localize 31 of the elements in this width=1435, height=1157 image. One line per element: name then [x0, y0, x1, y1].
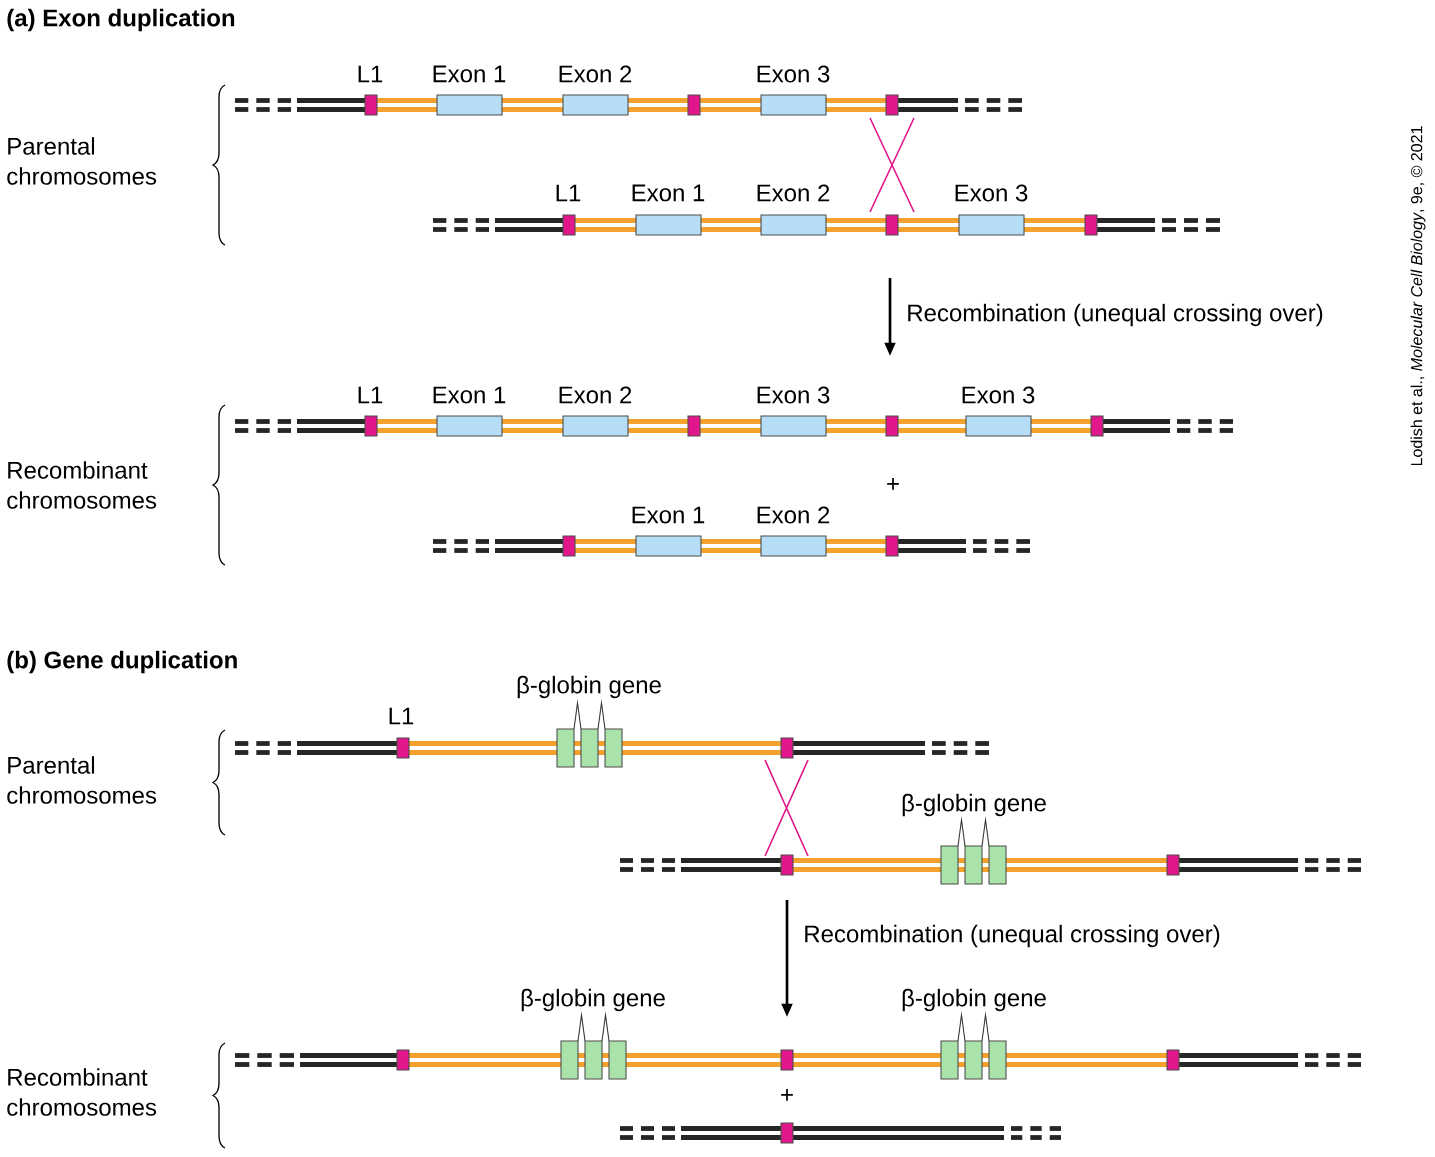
group-label: Parental chromosomes	[7, 756, 157, 804]
gene-label: β-globin gene	[902, 793, 1046, 817]
exon-label: Exon 2	[559, 386, 632, 404]
group-label: Recombinant chromosomes	[7, 461, 157, 509]
recombination-label: Recombination (unequal crossing over)	[908, 303, 1323, 327]
gene-label: β-globin gene	[517, 675, 661, 699]
group-label: Parental chromosomes	[7, 137, 157, 185]
plus-sign: +	[781, 1089, 793, 1101]
section-title: (a) Exon duplication	[7, 8, 235, 32]
recombination-label: Recombination (unequal crossing over)	[805, 924, 1220, 948]
exon-label: Exon 2	[757, 506, 830, 524]
group-label: Recombinant chromosomes	[7, 1068, 157, 1116]
exon-label: Exon 2	[559, 65, 632, 83]
exon-label: Exon 1	[632, 506, 705, 524]
exon-label: Exon 3	[757, 65, 830, 83]
gene-label: β-globin gene	[521, 988, 665, 1012]
credit-line: Lodish et al., Molecular Cell Biology, 9e, © 2021	[1410, 126, 1426, 466]
exon-label: Exon 3	[955, 184, 1028, 202]
plus-sign: +	[887, 478, 899, 490]
exon-label: Exon 2	[757, 184, 830, 202]
exon-label: Exon 3	[962, 386, 1035, 404]
exon-label: Exon 1	[632, 184, 705, 202]
locus-label: L1	[556, 184, 581, 202]
exon-label: Exon 1	[433, 65, 506, 83]
exon-label: Exon 3	[757, 386, 830, 404]
locus-label: L1	[389, 707, 414, 725]
exon-label: Exon 1	[433, 386, 506, 404]
section-title: (b) Gene duplication	[7, 650, 237, 674]
locus-label: L1	[358, 65, 383, 83]
gene-label: β-globin gene	[902, 988, 1046, 1012]
locus-label: L1	[358, 386, 383, 404]
